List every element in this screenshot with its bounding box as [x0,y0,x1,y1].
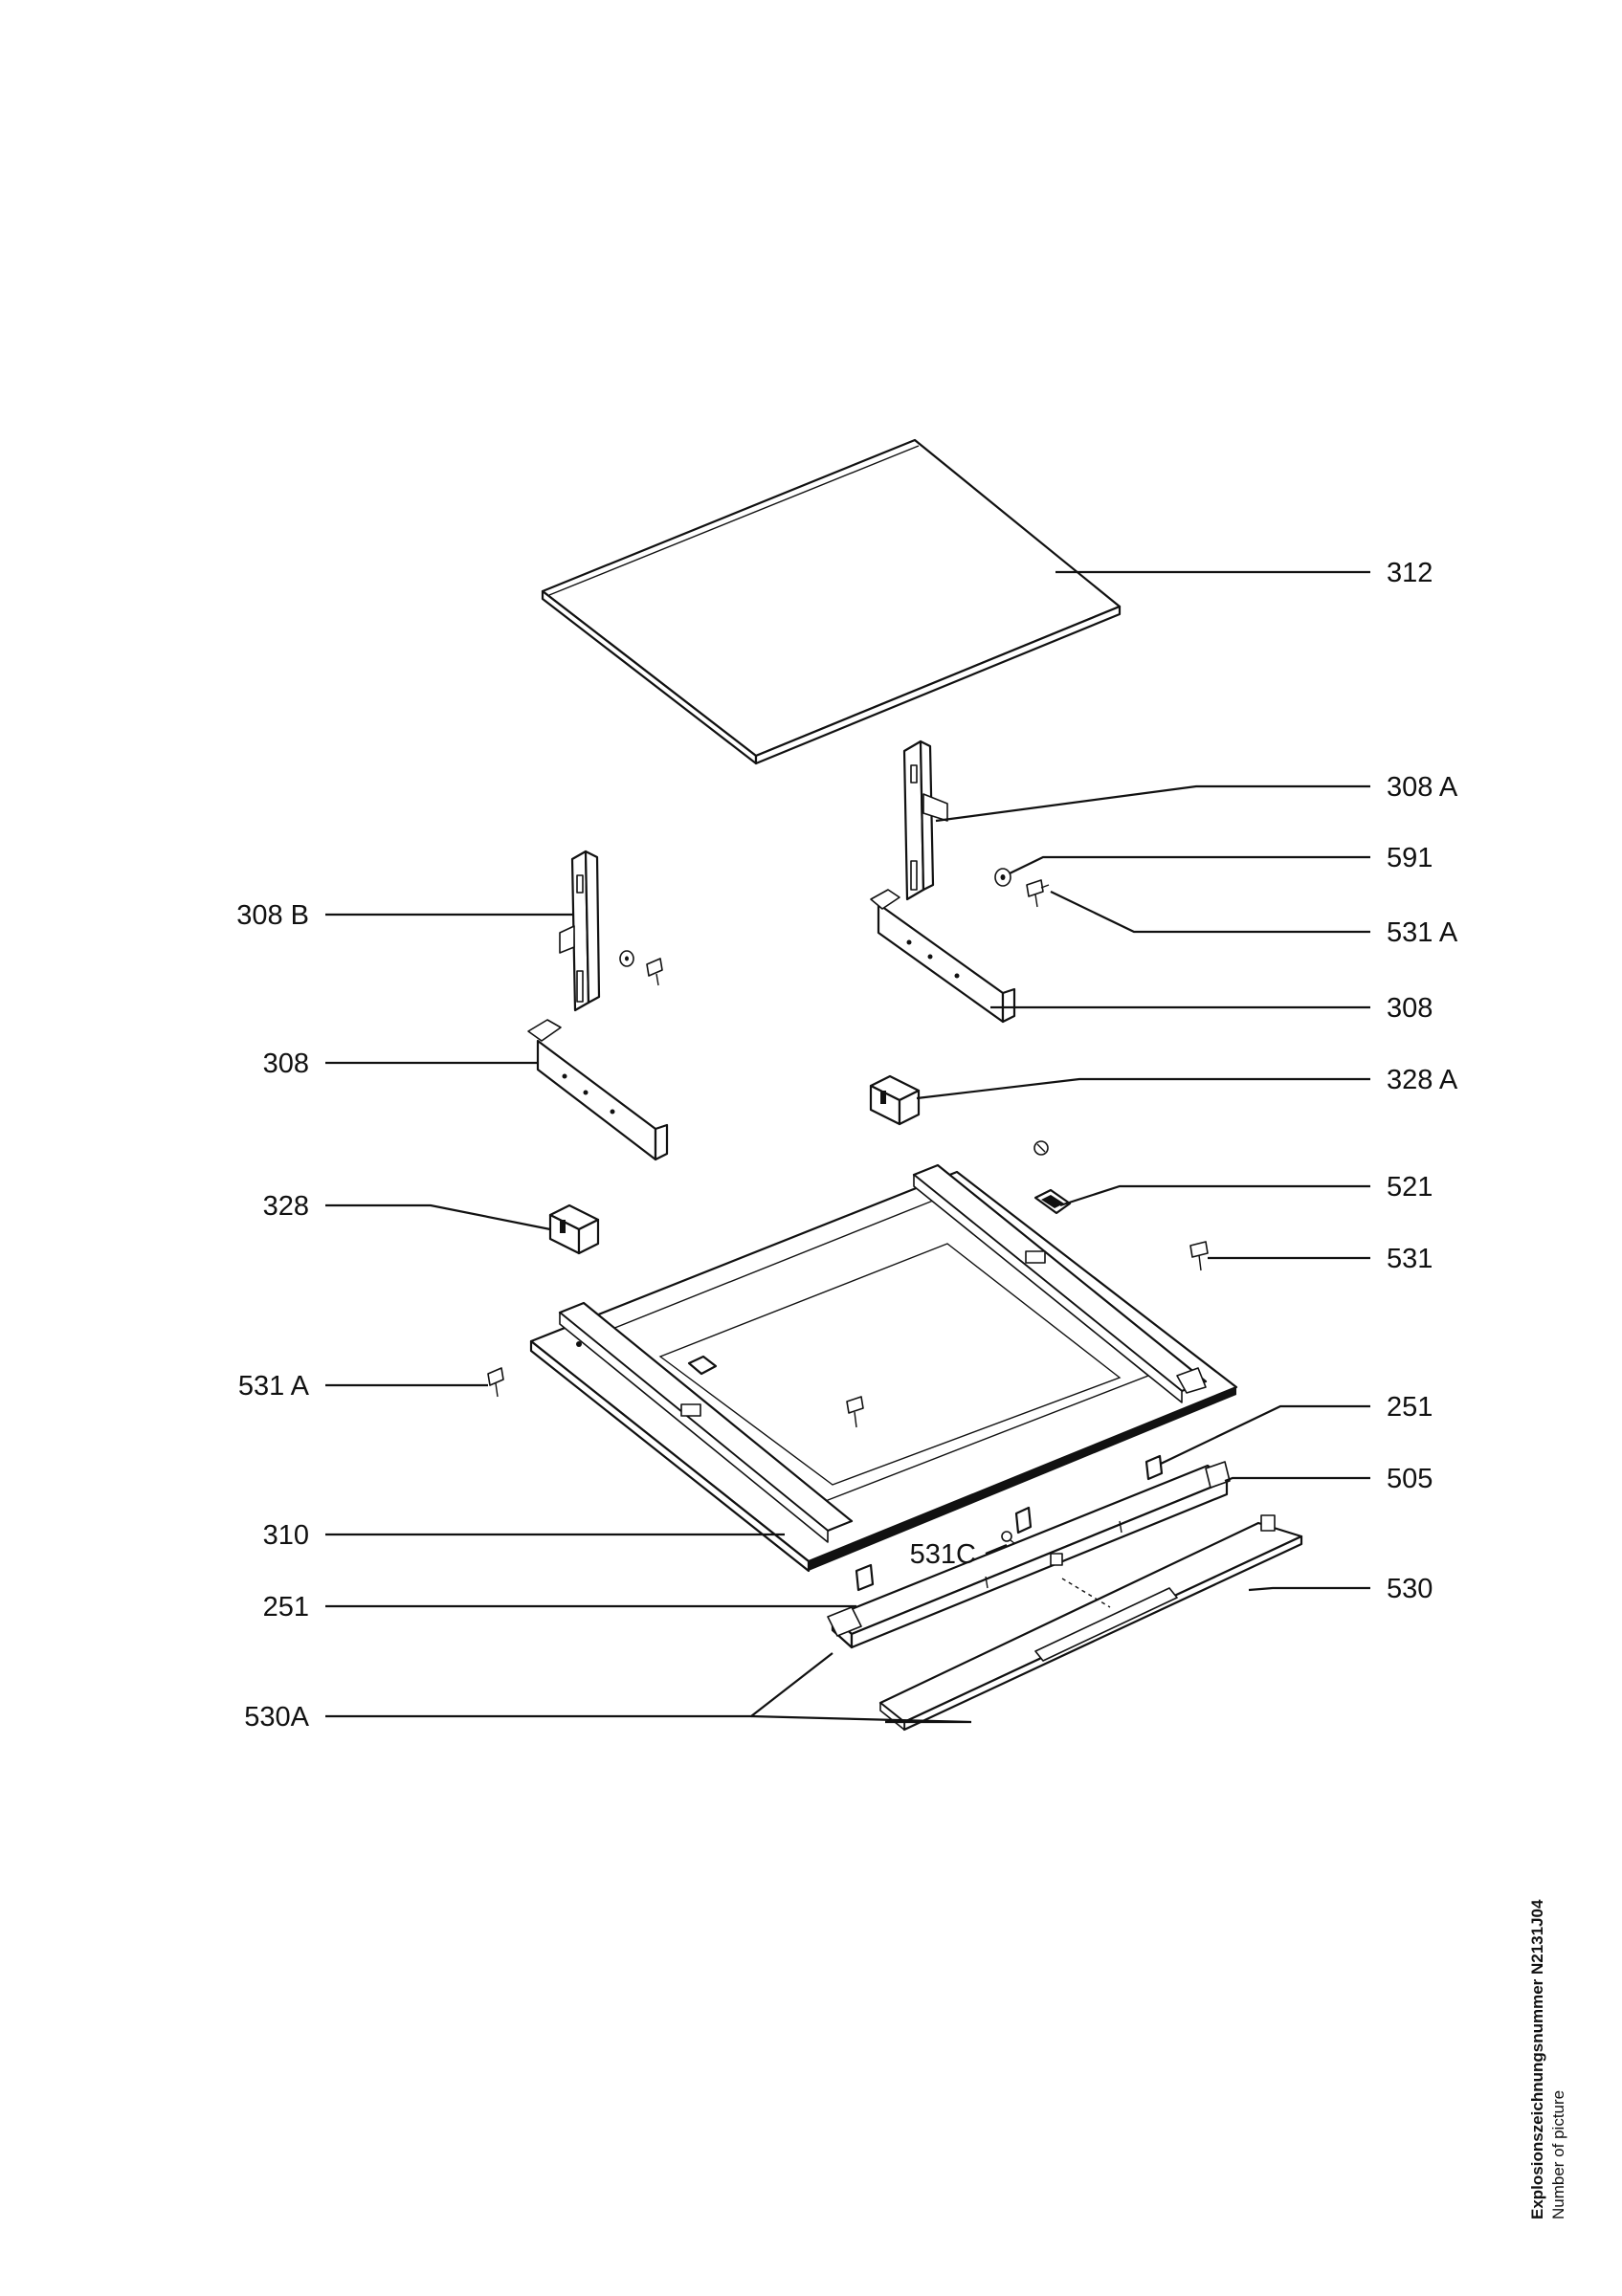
part-591-washer-right [994,868,1011,887]
label-521: 521 [1387,1172,1433,1203]
caption-drawing-number: Explosionszeichnungsnummer N2131J04 [1528,1899,1546,2219]
part-505-rail [827,1461,1231,1649]
part-531a-screw-left-upper [646,958,663,986]
part-screw-small [1033,1140,1049,1156]
label-310: 310 [263,1520,309,1551]
label-530: 530 [1387,1574,1433,1604]
label-531a-left: 531 A [238,1371,310,1402]
label-251-right: 251 [1387,1392,1433,1423]
picture-number-caption: Explosionszeichnungsnummer N2131J04 Numb… [1527,1741,1594,2219]
label-328: 328 [263,1191,309,1222]
part-328a-hinge-block [869,1074,921,1126]
label-531a-right: 531 A [1387,917,1458,948]
label-591: 591 [1387,843,1433,873]
part-312-glass-panel [541,438,1122,765]
part-308b-hinge-bracket [559,850,601,1012]
part-531a-screw-right [1026,879,1050,908]
part-310-inner-door-frame [529,1163,1238,1573]
label-312: 312 [1387,558,1433,588]
label-530a: 530A [244,1702,309,1733]
label-328a: 328 A [1387,1065,1458,1095]
label-308b: 308 B [236,900,309,931]
part-308-hinge-arm-right [870,889,1016,1024]
part-591-washer-left [619,950,634,967]
part-308-hinge-arm-left [527,1019,669,1161]
label-308a: 308 A [1387,772,1458,803]
part-screw-center [846,1396,864,1428]
caption-number-of-picture: Number of picture [1549,2089,1567,2219]
part-328-hinge-block [548,1203,600,1255]
part-251-clip-right [1144,1454,1164,1481]
leader-lines [325,570,1370,1724]
part-521-pad [1033,1188,1072,1215]
label-505: 505 [1387,1464,1433,1494]
part-251-clip-left [855,1563,875,1592]
part-308a-hinge-bracket [902,740,948,901]
part-531-screw [1189,1241,1209,1271]
label-531: 531 [1387,1244,1433,1274]
part-clip-mid [1014,1506,1033,1534]
label-251-left: 251 [263,1592,309,1623]
part-530-handle-trim [878,1514,1303,1732]
label-308-right: 308 [1387,993,1433,1024]
label-531c: 531C [910,1539,976,1570]
part-531a-screw-left [487,1367,504,1398]
label-308-left: 308 [263,1049,309,1079]
